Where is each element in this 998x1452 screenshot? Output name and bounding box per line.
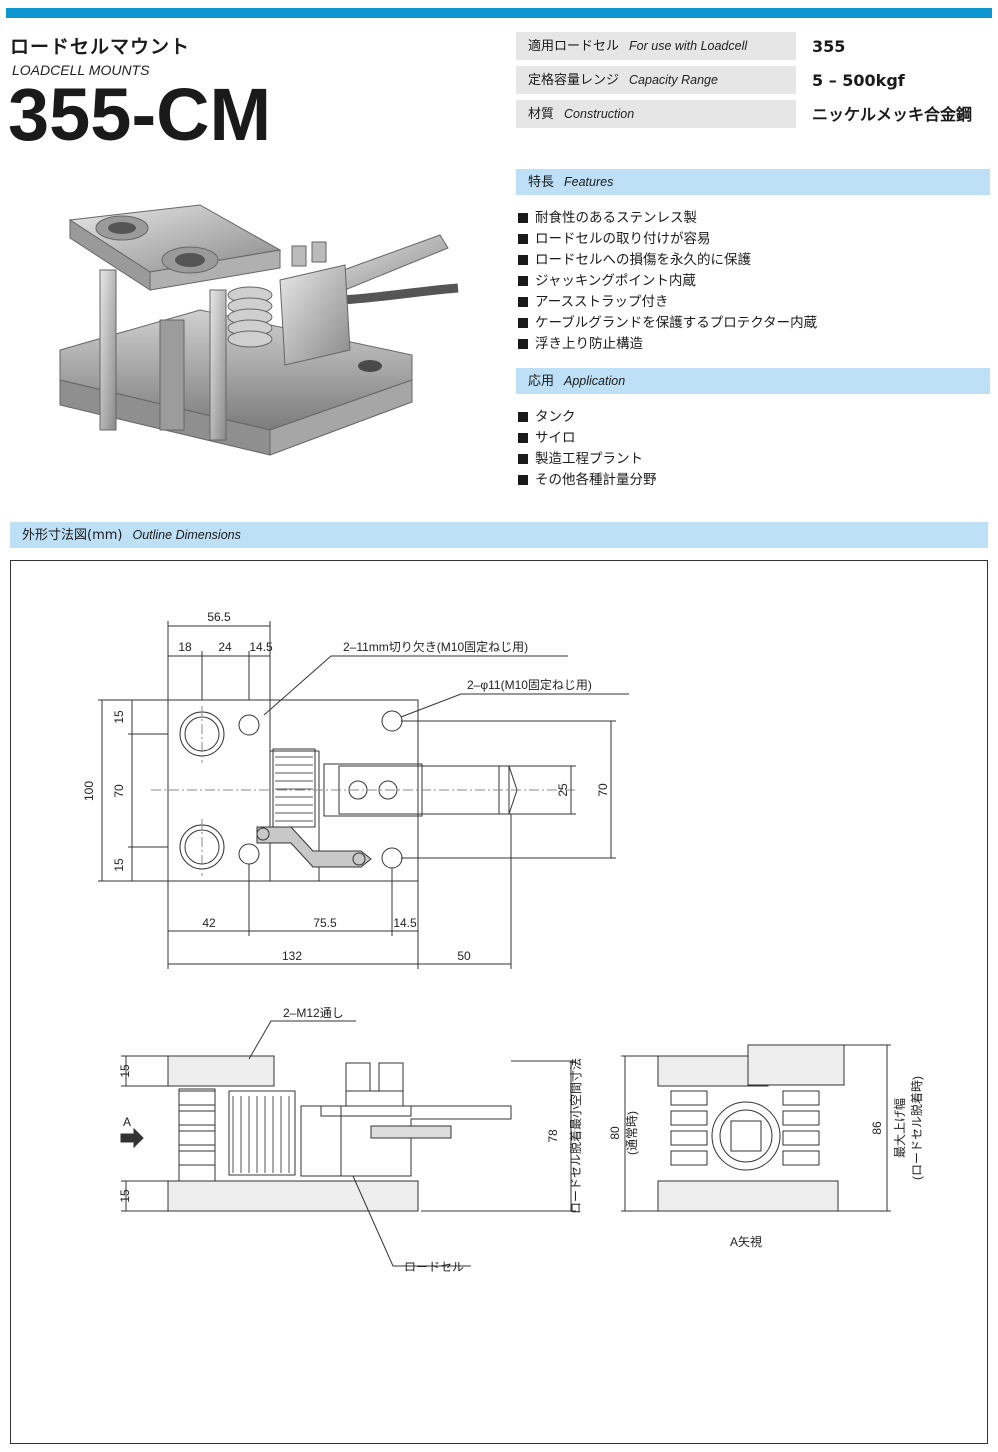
- dim-56-5: 56.5: [207, 610, 231, 624]
- dim-132: 132: [282, 949, 302, 963]
- dim-15-bottom: 15: [112, 858, 126, 872]
- note-slot: 2–11mm切り欠き(M10固定ねじ用): [343, 639, 528, 654]
- view-label-a: A矢視: [730, 1234, 762, 1249]
- dim-24: 24: [218, 640, 232, 654]
- list-item: サイロ: [518, 428, 657, 449]
- note-max-lift: 最大上げ幅: [892, 1098, 907, 1158]
- list-item: アースストラップ付き: [518, 292, 817, 313]
- base-plate-outline: [269, 699, 419, 882]
- list-item: 製造工程プラント: [518, 449, 657, 470]
- outline-heading: 外形寸法図(mm)Outline Dimensions: [10, 522, 988, 548]
- top-accent-bar: [6, 8, 992, 18]
- spec-value: ニッケルメッキ合金鋼: [812, 105, 973, 124]
- arrow-a-icon: [120, 1127, 144, 1149]
- dim-70-right: 70: [596, 783, 610, 797]
- side-dim-15-top: 15: [118, 1064, 132, 1078]
- note-min-gap: ロードセル脱着最小空間寸法: [568, 1058, 583, 1214]
- list-item: 浮き上り防止構造: [518, 334, 817, 355]
- note-removal: (ロードセル脱着時): [909, 1076, 924, 1180]
- list-item: タンク: [518, 407, 657, 428]
- dim-25: 25: [556, 783, 570, 797]
- end-dim-86: 86: [870, 1121, 884, 1135]
- dim-15-top: 15: [112, 710, 126, 724]
- outline-drawing: 56.5 18 24 14.5 2–11mm切り欠き(M10固定ねじ用) 2–φ…: [82, 610, 924, 1274]
- list-item: その他各種計量分野: [518, 470, 657, 491]
- dim-50: 50: [457, 949, 471, 963]
- dim-42: 42: [202, 916, 216, 930]
- note-hole: 2–φ11(M10固定ねじ用): [467, 677, 592, 692]
- list-item: ロードセルへの損傷を永久的に保護: [518, 250, 817, 271]
- dim-14-5-bottom: 14.5: [393, 916, 417, 930]
- outline-drawing-frame: 56.5 18 24 14.5 2–11mm切り欠き(M10固定ねじ用) 2–φ…: [10, 560, 988, 1444]
- note-loadcell: ロードセル: [404, 1260, 464, 1274]
- note-m12: 2–M12通し: [283, 1006, 344, 1020]
- spec-value: 5 – 500kgf: [812, 71, 905, 90]
- dim-70-left: 70: [112, 784, 126, 798]
- arrow-label-a: A: [123, 1115, 131, 1129]
- list-item: 耐食性のあるステンレス製: [518, 208, 817, 229]
- dim-14-5-top: 14.5: [249, 640, 273, 654]
- application-list: タンク サイロ 製造工程プラント その他各種計量分野: [518, 407, 657, 491]
- product-title-en: LOADCELL MOUNTS: [12, 62, 150, 78]
- spec-value: 355: [812, 37, 846, 56]
- list-item: ジャッキングポイント内蔵: [518, 271, 817, 292]
- note-normal: (通常時): [625, 1111, 639, 1155]
- side-dim-15-bottom: 15: [118, 1189, 132, 1203]
- list-item: ロードセルの取り付けが容易: [518, 229, 817, 250]
- dim-75-5: 75.5: [313, 916, 337, 930]
- side-dim-78: 78: [546, 1129, 560, 1143]
- product-title-jp: ロードセルマウント: [10, 36, 191, 58]
- product-photo: [59, 204, 459, 456]
- end-dim-80: 80: [608, 1126, 622, 1140]
- dim-100: 100: [82, 781, 96, 801]
- dim-18: 18: [178, 640, 192, 654]
- features-list: 耐食性のあるステンレス製 ロードセルの取り付けが容易 ロードセルへの損傷を永久的…: [518, 208, 817, 355]
- model-number: 355-CM: [8, 73, 272, 156]
- list-item: ケーブルグランドを保護するプロテクター内蔵: [518, 313, 817, 334]
